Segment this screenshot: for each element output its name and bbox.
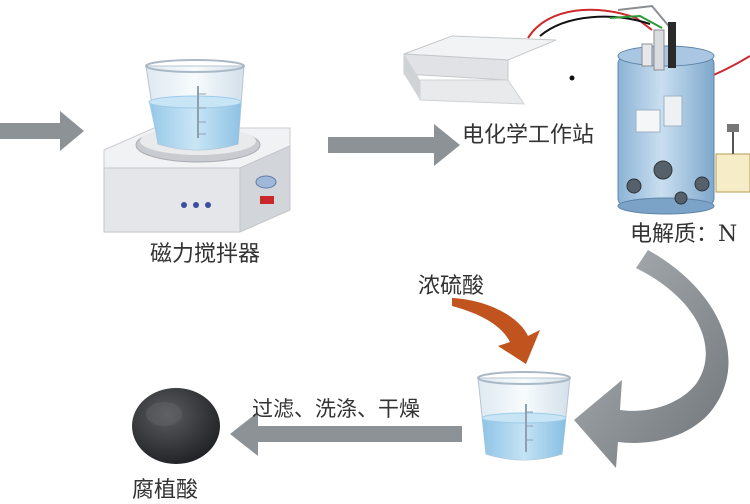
magnetic-stirrer xyxy=(103,59,291,233)
cell-port-icon xyxy=(626,178,642,194)
beaker-on-stirrer xyxy=(145,59,245,151)
left-flow-arrow xyxy=(0,111,84,151)
cell-port-icon xyxy=(694,176,710,192)
magnetic-stirrer-label: 磁力搅拌器 xyxy=(150,242,261,267)
bottom-flow-arrow xyxy=(230,412,462,456)
electrolyte-label: 电解质：N xyxy=(630,222,738,247)
port-dot-icon xyxy=(569,75,575,81)
process-step-label: 过滤、洗涤、干燥 xyxy=(252,397,420,421)
cell-port-icon xyxy=(674,191,688,205)
speed-knob-icon xyxy=(255,175,277,189)
sulfuric-acid-label: 浓硫酸 xyxy=(418,274,485,299)
cell-port-icon xyxy=(653,160,673,180)
control-led-icon xyxy=(205,202,211,208)
humic-acid-product xyxy=(132,388,220,464)
middle-flow-arrow xyxy=(328,124,460,166)
product-label: 腐植酸 xyxy=(132,478,199,503)
acid-beaker xyxy=(477,371,571,461)
acid-addition-arrow xyxy=(452,298,540,364)
power-switch-icon xyxy=(260,196,274,204)
workstation-label: 电化学工作站 xyxy=(462,123,595,148)
electrolytic-cell xyxy=(617,22,750,215)
electrochemical-workstation xyxy=(403,35,575,105)
control-led-icon xyxy=(193,202,199,208)
curved-return-arrow xyxy=(574,250,729,468)
control-led-icon xyxy=(181,202,187,208)
